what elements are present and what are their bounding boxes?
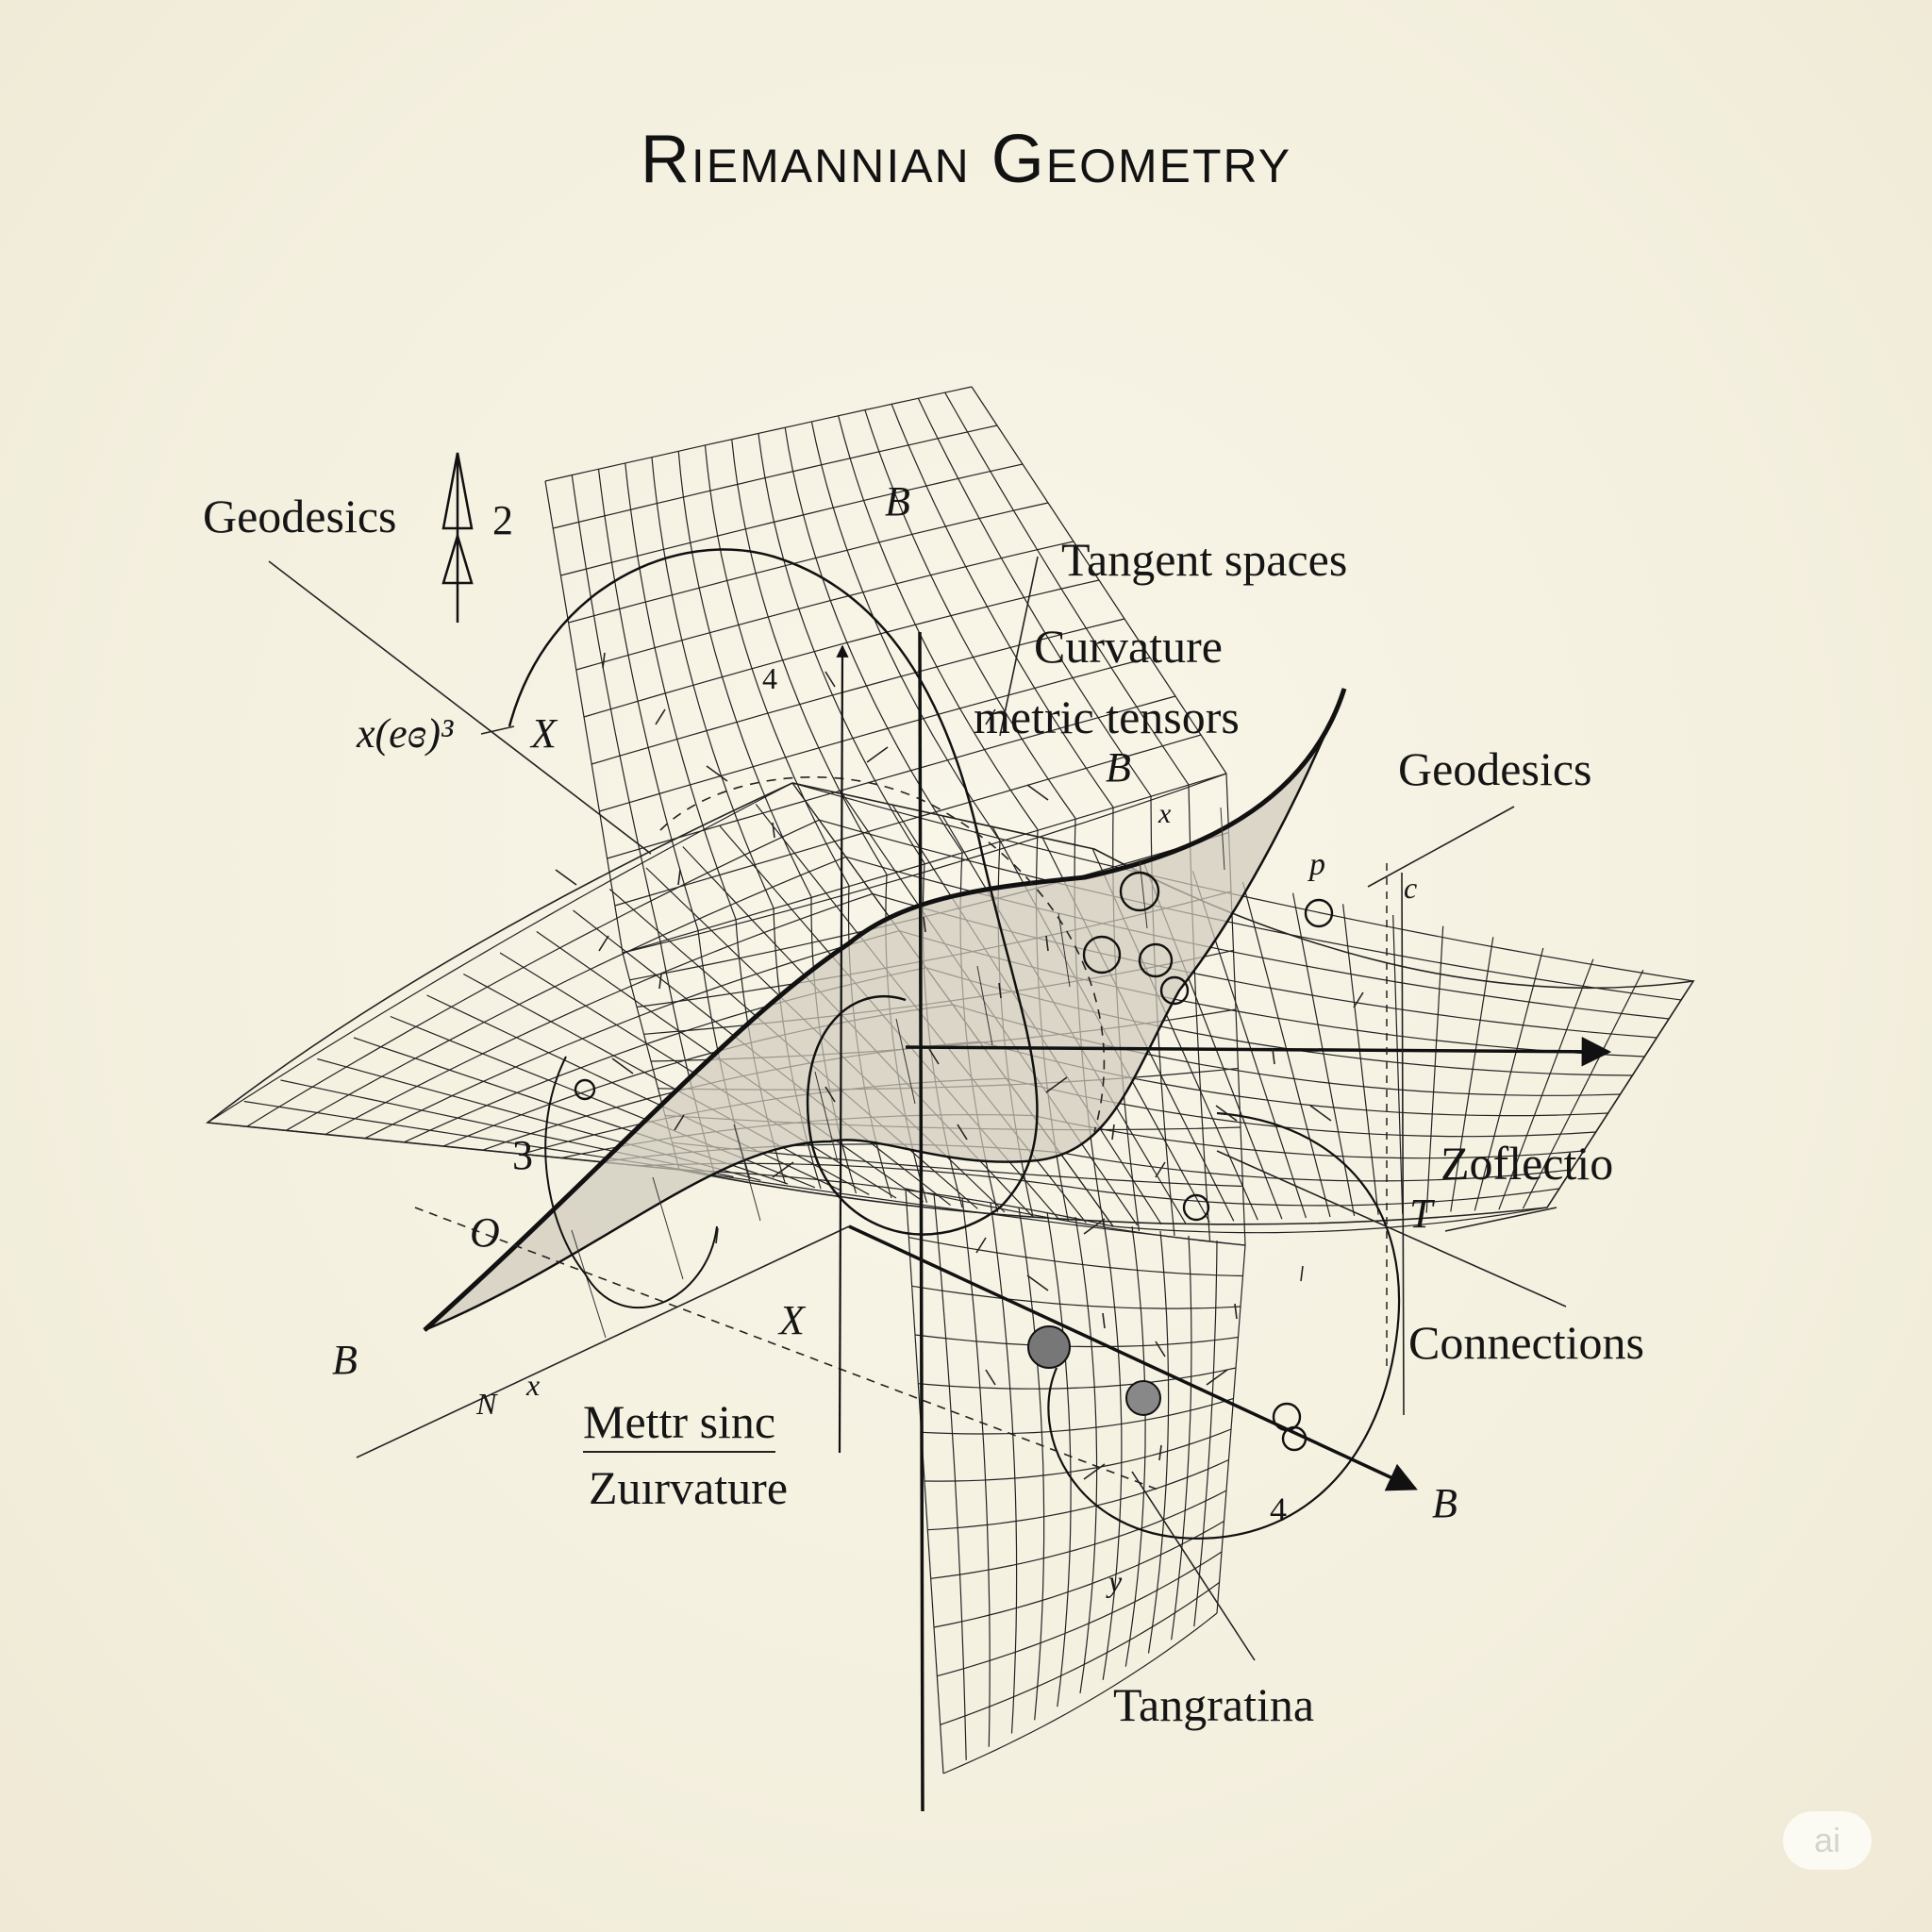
label-connections: Connections xyxy=(1408,1316,1644,1369)
label-geodesics-number: 2 xyxy=(492,497,513,543)
symbol-num-4-top: 4 xyxy=(762,661,777,695)
label-geodesics-right: Geodesics xyxy=(1398,742,1592,795)
symbol-x-upper: X xyxy=(531,710,557,757)
hatched-node-2 xyxy=(1125,1380,1161,1416)
symbol-c: c xyxy=(1404,871,1418,905)
symbol-num-3: 3 xyxy=(512,1132,533,1178)
symbol-n: N xyxy=(476,1387,497,1421)
label-metric-tensors: metric tensors xyxy=(974,691,1240,743)
symbol-b-top: B xyxy=(885,478,910,525)
leader-lines xyxy=(268,556,1567,1661)
dashed-curve-inner xyxy=(659,775,1106,1133)
symbol-b-left: B xyxy=(332,1337,358,1383)
dashed-axis xyxy=(414,1207,1161,1491)
vertical-right xyxy=(1401,872,1405,1416)
label-zoflectio: Zoflectio xyxy=(1441,1137,1614,1190)
symbol-x-small-1: x xyxy=(526,1368,541,1402)
hatched-node-1 xyxy=(1027,1325,1071,1369)
ai-badge: ai xyxy=(1783,1811,1872,1870)
symbol-x-small-2: x xyxy=(1158,798,1172,829)
label-curvature: Curvature xyxy=(1034,620,1223,673)
loop-curve-upper xyxy=(508,548,1039,1236)
scatter-ticks xyxy=(555,652,1364,1480)
oblique-axis xyxy=(356,1225,850,1458)
circle-glyphs xyxy=(574,871,1334,1452)
symbol-y: y xyxy=(1108,1564,1123,1598)
symbol-t: T xyxy=(1409,1191,1433,1237)
label-tangent-spaces: Tangent spaces xyxy=(1061,533,1348,586)
symbol-num-4-bottom: 4 xyxy=(1270,1491,1287,1528)
symbol-b-mid: B xyxy=(1106,744,1131,791)
symbol-p: p xyxy=(1309,847,1325,882)
small-vertical-arrow xyxy=(836,644,849,1454)
manifold-fin-grid xyxy=(571,807,1225,1339)
horizontal-axis xyxy=(905,1037,1612,1067)
geodesics-arrow-icon xyxy=(441,452,474,623)
symbol-b-right: B xyxy=(1432,1480,1457,1526)
diagonal-axis xyxy=(848,1224,1418,1491)
symbol-x-lower: X xyxy=(779,1297,805,1343)
label-formula: x(eɞ)³ xyxy=(357,710,454,757)
label-geodesics-top-left: Geodesics xyxy=(203,490,397,542)
manifold-ridge xyxy=(423,688,1347,1332)
label-metr-sinc: Mettr sinc xyxy=(583,1398,776,1453)
label-zuirvature: Zuırvature xyxy=(589,1461,789,1514)
diagram-title: Riemannian Geometry xyxy=(640,122,1292,197)
symbol-o: O xyxy=(470,1209,500,1256)
loop-curve-left xyxy=(544,1056,718,1309)
horizontal-surface-outline xyxy=(205,782,1695,1225)
loop-curve-lower xyxy=(1047,1111,1401,1540)
vertical-axis xyxy=(918,631,924,1812)
label-tangratina: Tangratina xyxy=(1113,1678,1315,1731)
